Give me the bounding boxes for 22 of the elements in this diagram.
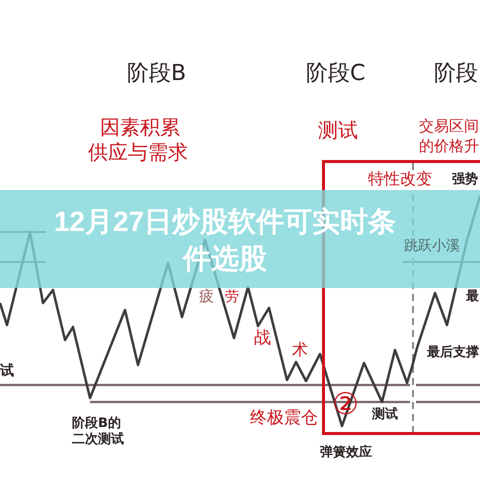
title: 12月27日炒股软件可实时条件选股 (52, 205, 398, 276)
phase-heading: 阶段 (434, 63, 478, 85)
phase-heading: 阶段B (127, 63, 186, 85)
annotation: 测试 (372, 408, 398, 421)
annotation: 弹簧效应 (320, 446, 372, 459)
annotation: 最后支撑 (427, 346, 479, 359)
annotation: 劳 (225, 290, 239, 304)
annotation: 阶段B的二次测试 (72, 416, 125, 448)
annotation: 试 (0, 364, 14, 378)
annotation: 供应与需求 (88, 142, 188, 162)
annotation: 交易区间 (419, 119, 479, 134)
annotation: 跳跃小溪 (404, 239, 460, 253)
annotation: 强势 (452, 173, 478, 186)
annotation: 因素积累 (100, 117, 180, 137)
annotation: 测试 (318, 120, 358, 140)
annotation: 疲 (199, 289, 214, 304)
phase-heading: 阶段C (306, 63, 366, 85)
annotation: 术 (292, 342, 308, 358)
annotation: 终极震仓 (250, 410, 318, 427)
annotation: 战 (254, 330, 271, 347)
annotation: 最 (466, 290, 479, 303)
annotation: 特性改变 (368, 171, 432, 187)
